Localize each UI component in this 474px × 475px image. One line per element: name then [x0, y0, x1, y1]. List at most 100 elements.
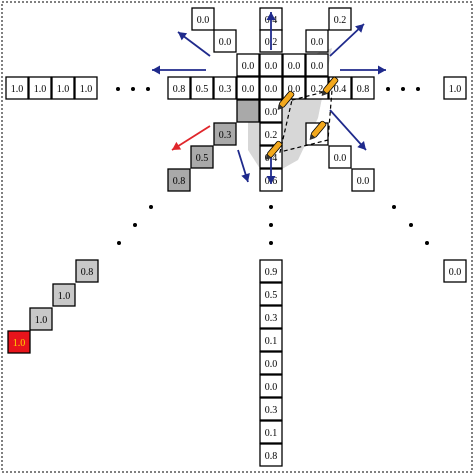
upper-left-diag-cell-0-value: 0.0 — [197, 15, 210, 26]
core-row-cell-4-value: 0.4 — [334, 84, 347, 95]
bottom-column-cell-8: 0.8 — [259, 443, 283, 467]
bottom-column-cell-6: 0.3 — [259, 397, 283, 421]
bottom-column-cell-1-value: 0.5 — [265, 290, 278, 301]
bottom-column-cell-2: 0.3 — [259, 305, 283, 329]
bottom-column-cell-0: 0.9 — [259, 259, 283, 283]
right-far-cell: 0.0 — [443, 259, 467, 283]
left-row-cell-1-value: 1.0 — [34, 84, 47, 95]
left-row-cell-1: 1.0 — [28, 76, 52, 100]
center-row-cell-2-value: 0.3 — [219, 84, 232, 95]
left-row-cell-2: 1.0 — [51, 76, 75, 100]
bottom-column-cell-4-value: 0.0 — [265, 359, 278, 370]
left-gray-diag-cell-1: 0.5 — [190, 145, 214, 169]
bottom-column-cell-7: 0.1 — [259, 420, 283, 444]
lower-left-diag-cell-1: 1.0 — [52, 283, 76, 307]
arrow-down-right — [329, 109, 367, 151]
right-end-cell-value: 1.0 — [449, 84, 462, 95]
arrow-down-short — [237, 149, 250, 183]
ellipsis-lower-right — [392, 205, 429, 245]
core-row-cell-5-value: 0.8 — [357, 84, 370, 95]
center-row-cell-0-value: 0.8 — [173, 84, 186, 95]
bottom-column-cell-6-value: 0.3 — [265, 405, 278, 416]
center-row-cell-1-value: 0.5 — [196, 84, 209, 95]
upper-column-cell-2: 0.0 — [282, 53, 306, 77]
lower-left-diag-cell-0-value: 0.8 — [81, 267, 94, 278]
right-diag-cell-1: 0.0 — [351, 168, 375, 192]
lower-column-cell-0-value: 0.0 — [265, 107, 278, 118]
left-gray-diag-cell-1-value: 0.5 — [196, 153, 209, 164]
right-diag-cell-0-value: 0.0 — [334, 153, 347, 164]
upper-right-diag-cell-2-value: 0.0 — [311, 61, 324, 72]
arrow-right — [340, 65, 386, 75]
left-row-cell-0-value: 1.0 — [11, 84, 24, 95]
cell-grid: 1.0 1.0 1.0 1.0 0.8 0.5 0.3 0.0 0.0 0.0 0.2 0.4 0.8 1… — [5, 7, 467, 467]
lower-column-cell-1-value: 0.2 — [265, 130, 278, 141]
gray-link-cell — [236, 99, 260, 123]
left-row-cell-3-value: 1.0 — [80, 84, 93, 95]
lower-left-diag-cell-0: 0.8 — [75, 259, 99, 283]
robot-icon-3 — [309, 120, 327, 140]
upper-left-diag-cell-1-value: 0.0 — [219, 37, 232, 48]
robot-icon-4 — [265, 140, 283, 160]
upper-center-cell-value: 0.0 — [265, 61, 278, 72]
lower-left-diag-cell-1-value: 1.0 — [58, 291, 71, 302]
upper-right-diag-cell-1: 0.0 — [305, 29, 329, 53]
arrow-up — [266, 12, 276, 50]
bottom-column-cell-5: 0.0 — [259, 374, 283, 398]
left-gray-diag-cell-2-value: 0.8 — [173, 176, 186, 187]
core-row-cell-1: 0.0 — [259, 76, 283, 100]
bottom-column-cell-4: 0.0 — [259, 351, 283, 375]
upper-left-diag-cell-2: 0.0 — [236, 53, 260, 77]
robot-group — [265, 76, 339, 160]
upper-right-diag-cell-2: 0.0 — [305, 53, 329, 77]
bottom-column-cell-2-value: 0.3 — [265, 313, 278, 324]
upper-right-diag-cell-1-value: 0.0 — [311, 37, 324, 48]
core-row-cell-0: 0.0 — [236, 76, 260, 100]
bottom-column-cell-7-value: 0.1 — [265, 428, 278, 439]
upper-right-diag-cell-0-value: 0.2 — [334, 15, 347, 26]
lower-left-diag-cell-2: 1.0 — [29, 307, 53, 331]
arrow-up-left — [177, 31, 211, 57]
upper-right-diag-cell-0: 0.2 — [328, 7, 352, 31]
core-row-cell-3-value: 0.2 — [311, 84, 324, 95]
lower-left-diag-cell-2-value: 1.0 — [35, 315, 48, 326]
left-row-cell-3: 1.0 — [74, 76, 98, 100]
upper-left-diag-cell-2-value: 0.0 — [242, 61, 255, 72]
upper-center-cell: 0.0 — [259, 53, 283, 77]
center-row-cell-2: 0.3 — [213, 76, 237, 100]
dashed-path — [279, 89, 333, 153]
upper-column-cell-2-value: 0.0 — [288, 61, 301, 72]
lower-column-cell-1: 0.2 — [259, 122, 283, 146]
left-row-cell-0: 1.0 — [5, 76, 29, 100]
direction-arrows — [152, 12, 386, 184]
right-diag-cell-1-value: 0.0 — [357, 176, 370, 187]
ellipsis-lower-center — [269, 205, 273, 245]
core-row-cell-5: 0.8 — [351, 76, 375, 100]
ellipsis-left — [116, 87, 150, 91]
arrow-red-down-left — [171, 125, 211, 151]
robot-icon-1 — [277, 90, 295, 110]
center-row-cell-0: 0.8 — [167, 76, 191, 100]
bottom-column-cell-5-value: 0.0 — [265, 382, 278, 393]
upper-left-diag-cell-1: 0.0 — [213, 29, 237, 53]
arrow-left — [152, 65, 206, 75]
core-row-cell-1-value: 0.0 — [265, 84, 278, 95]
lower-column-cell-0: 0.0 — [259, 99, 283, 123]
goal-cell: 1.0 — [7, 330, 31, 354]
arrow-up-right — [329, 23, 365, 57]
ellipsis-right — [386, 87, 420, 91]
bottom-column-cell-0-value: 0.9 — [265, 267, 278, 278]
goal-cell-value: 1.0 — [13, 338, 26, 349]
left-gray-diag-cell-0: 0.3 — [213, 122, 237, 146]
center-row-cell-1: 0.5 — [190, 76, 214, 100]
arrow-down — [266, 155, 276, 184]
core-row-cell-0-value: 0.0 — [242, 84, 255, 95]
ellipsis-lower-left — [117, 205, 153, 245]
upper-left-diag-cell-0: 0.0 — [191, 7, 215, 31]
bottom-column-cell-1: 0.5 — [259, 282, 283, 306]
left-gray-diag-cell-2: 0.8 — [167, 168, 191, 192]
bottom-column-cell-3-value: 0.1 — [265, 336, 278, 347]
right-end-cell: 1.0 — [443, 76, 467, 100]
